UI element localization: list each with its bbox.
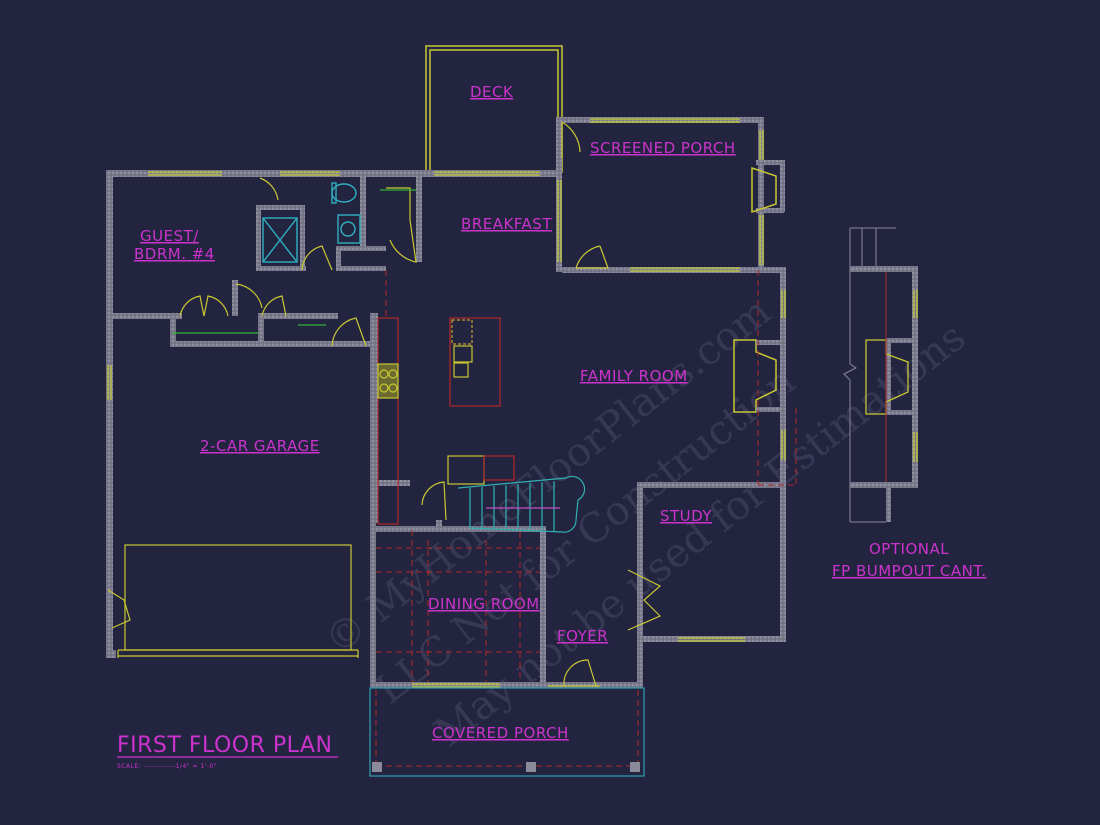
deck-outline xyxy=(425,45,563,173)
label-optional-line2: FP BUMPOUT CANT. xyxy=(832,562,987,580)
label-foyer: FOYER xyxy=(557,627,608,645)
garage-door xyxy=(117,544,359,658)
label-screened-porch: SCREENED PORCH xyxy=(590,139,736,157)
scale-note: SCALE: ------------1/4" = 1'-0" xyxy=(117,763,217,770)
closet-rods xyxy=(172,189,416,334)
covered-porch-outline xyxy=(369,687,645,777)
label-guest-bedroom-line1: GUEST/ xyxy=(140,227,199,245)
stair xyxy=(447,455,586,533)
watermark-line-1: © MyHomeFloorPlans.com xyxy=(316,288,779,664)
plan-title: FIRST FLOOR PLAN xyxy=(117,733,332,758)
label-garage: 2-CAR GARAGE xyxy=(200,437,320,455)
interior-walls xyxy=(106,172,546,682)
exterior-walls xyxy=(106,117,786,688)
fireplace-walls xyxy=(756,340,782,412)
windows xyxy=(107,118,786,688)
beam-lines xyxy=(375,270,797,767)
label-covered-porch: COVERED PORCH xyxy=(432,724,569,742)
label-breakfast: BREAKFAST xyxy=(461,215,552,233)
title-block: FIRST FLOOR PLAN SCALE: ------------1/4"… xyxy=(117,733,338,770)
label-optional-line1: OPTIONAL xyxy=(869,540,949,558)
optional-bumpout-detail xyxy=(843,227,918,523)
label-study: STUDY xyxy=(660,507,712,525)
room-labels: DECK SCREENED PORCH GUEST/ BDRM. #4 BREA… xyxy=(134,83,987,742)
doors xyxy=(107,121,662,687)
bath-fixtures xyxy=(262,182,361,263)
label-family-room: FAMILY ROOM xyxy=(580,367,688,385)
porch-columns xyxy=(372,762,640,772)
label-guest-bedroom-line2: BDRM. #4 xyxy=(134,245,215,263)
kitchen xyxy=(377,317,501,525)
label-dining-room: DINING ROOM xyxy=(428,595,540,613)
label-deck: DECK xyxy=(470,83,514,101)
watermark: © MyHomeFloorPlans.com LLC Not for Const… xyxy=(316,288,974,756)
